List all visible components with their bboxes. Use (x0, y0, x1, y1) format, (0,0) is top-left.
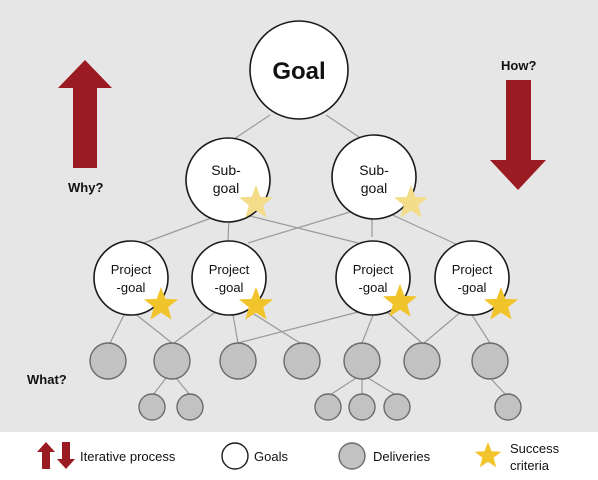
star-icon (238, 287, 274, 320)
project-goal-label-line1: Project (111, 262, 152, 277)
what-label: What? (27, 372, 67, 387)
subgoal-label-line1: Sub- (359, 162, 389, 178)
project-goal-label-line1: Project (452, 262, 493, 277)
star-icon (474, 442, 502, 468)
deliveries-row-1 (89, 342, 509, 380)
delivery-circle (219, 342, 257, 380)
project-goal-label-line1: Project (353, 262, 394, 277)
legend: Iterative process Goals Deliveries Succe… (37, 441, 560, 473)
subgoal-label-line2: goal (213, 180, 239, 196)
why-arrow-up-icon (58, 60, 112, 168)
star-icon (382, 284, 418, 317)
success-criteria-stars (143, 185, 519, 320)
legend-goal-icon (221, 442, 249, 470)
subgoal-node-2: Sub- goal (331, 134, 417, 220)
project-goal-label-line2: -goal (458, 280, 487, 295)
project-goal-label-line2: -goal (117, 280, 146, 295)
how-label: How? (501, 58, 536, 73)
legend-success-label-line1: Success (510, 441, 560, 456)
subgoal-label-line2: goal (361, 180, 387, 196)
connector-lines (109, 114, 507, 396)
legend-goals-label: Goals (254, 449, 288, 464)
project-goal-label-line1: Project (209, 262, 250, 277)
delivery-circle (348, 393, 376, 421)
delivery-circle (403, 342, 441, 380)
delivery-circle (153, 342, 191, 380)
subgoal-label-line1: Sub- (211, 162, 241, 178)
project-goal-label-line2: -goal (215, 280, 244, 295)
delivery-circle (383, 393, 411, 421)
legend-background (0, 432, 598, 480)
delivery-circle (283, 342, 321, 380)
legend-delivery-icon (338, 442, 366, 470)
star-icon (483, 287, 519, 320)
project-goal-node-4: Project -goal (434, 240, 510, 316)
legend-arrow-down-icon (57, 442, 75, 469)
deliveries-row-2 (138, 393, 522, 421)
legend-deliveries-label: Deliveries (373, 449, 431, 464)
goal-node: Goal (249, 20, 349, 120)
how-arrow-down-icon (490, 80, 546, 190)
delivery-circle (138, 393, 166, 421)
legend-iterative-label: Iterative process (80, 449, 176, 464)
why-label: Why? (68, 180, 103, 195)
project-goal-label-line2: -goal (359, 280, 388, 295)
star-icon (238, 185, 274, 218)
legend-star-icon (474, 442, 502, 468)
delivery-circle (176, 393, 204, 421)
delivery-circle (494, 393, 522, 421)
legend-success-label-line2: criteria (510, 458, 550, 473)
star-icon (143, 287, 179, 320)
delivery-circle (314, 393, 342, 421)
delivery-circle (89, 342, 127, 380)
star-icon (393, 185, 429, 218)
project-goal-node-2: Project -goal (191, 240, 267, 316)
delivery-circle (471, 342, 509, 380)
goal-label: Goal (272, 58, 325, 85)
project-goal-node-1: Project -goal (93, 240, 169, 316)
delivery-circle (343, 342, 381, 380)
legend-arrow-up-icon (37, 442, 55, 469)
